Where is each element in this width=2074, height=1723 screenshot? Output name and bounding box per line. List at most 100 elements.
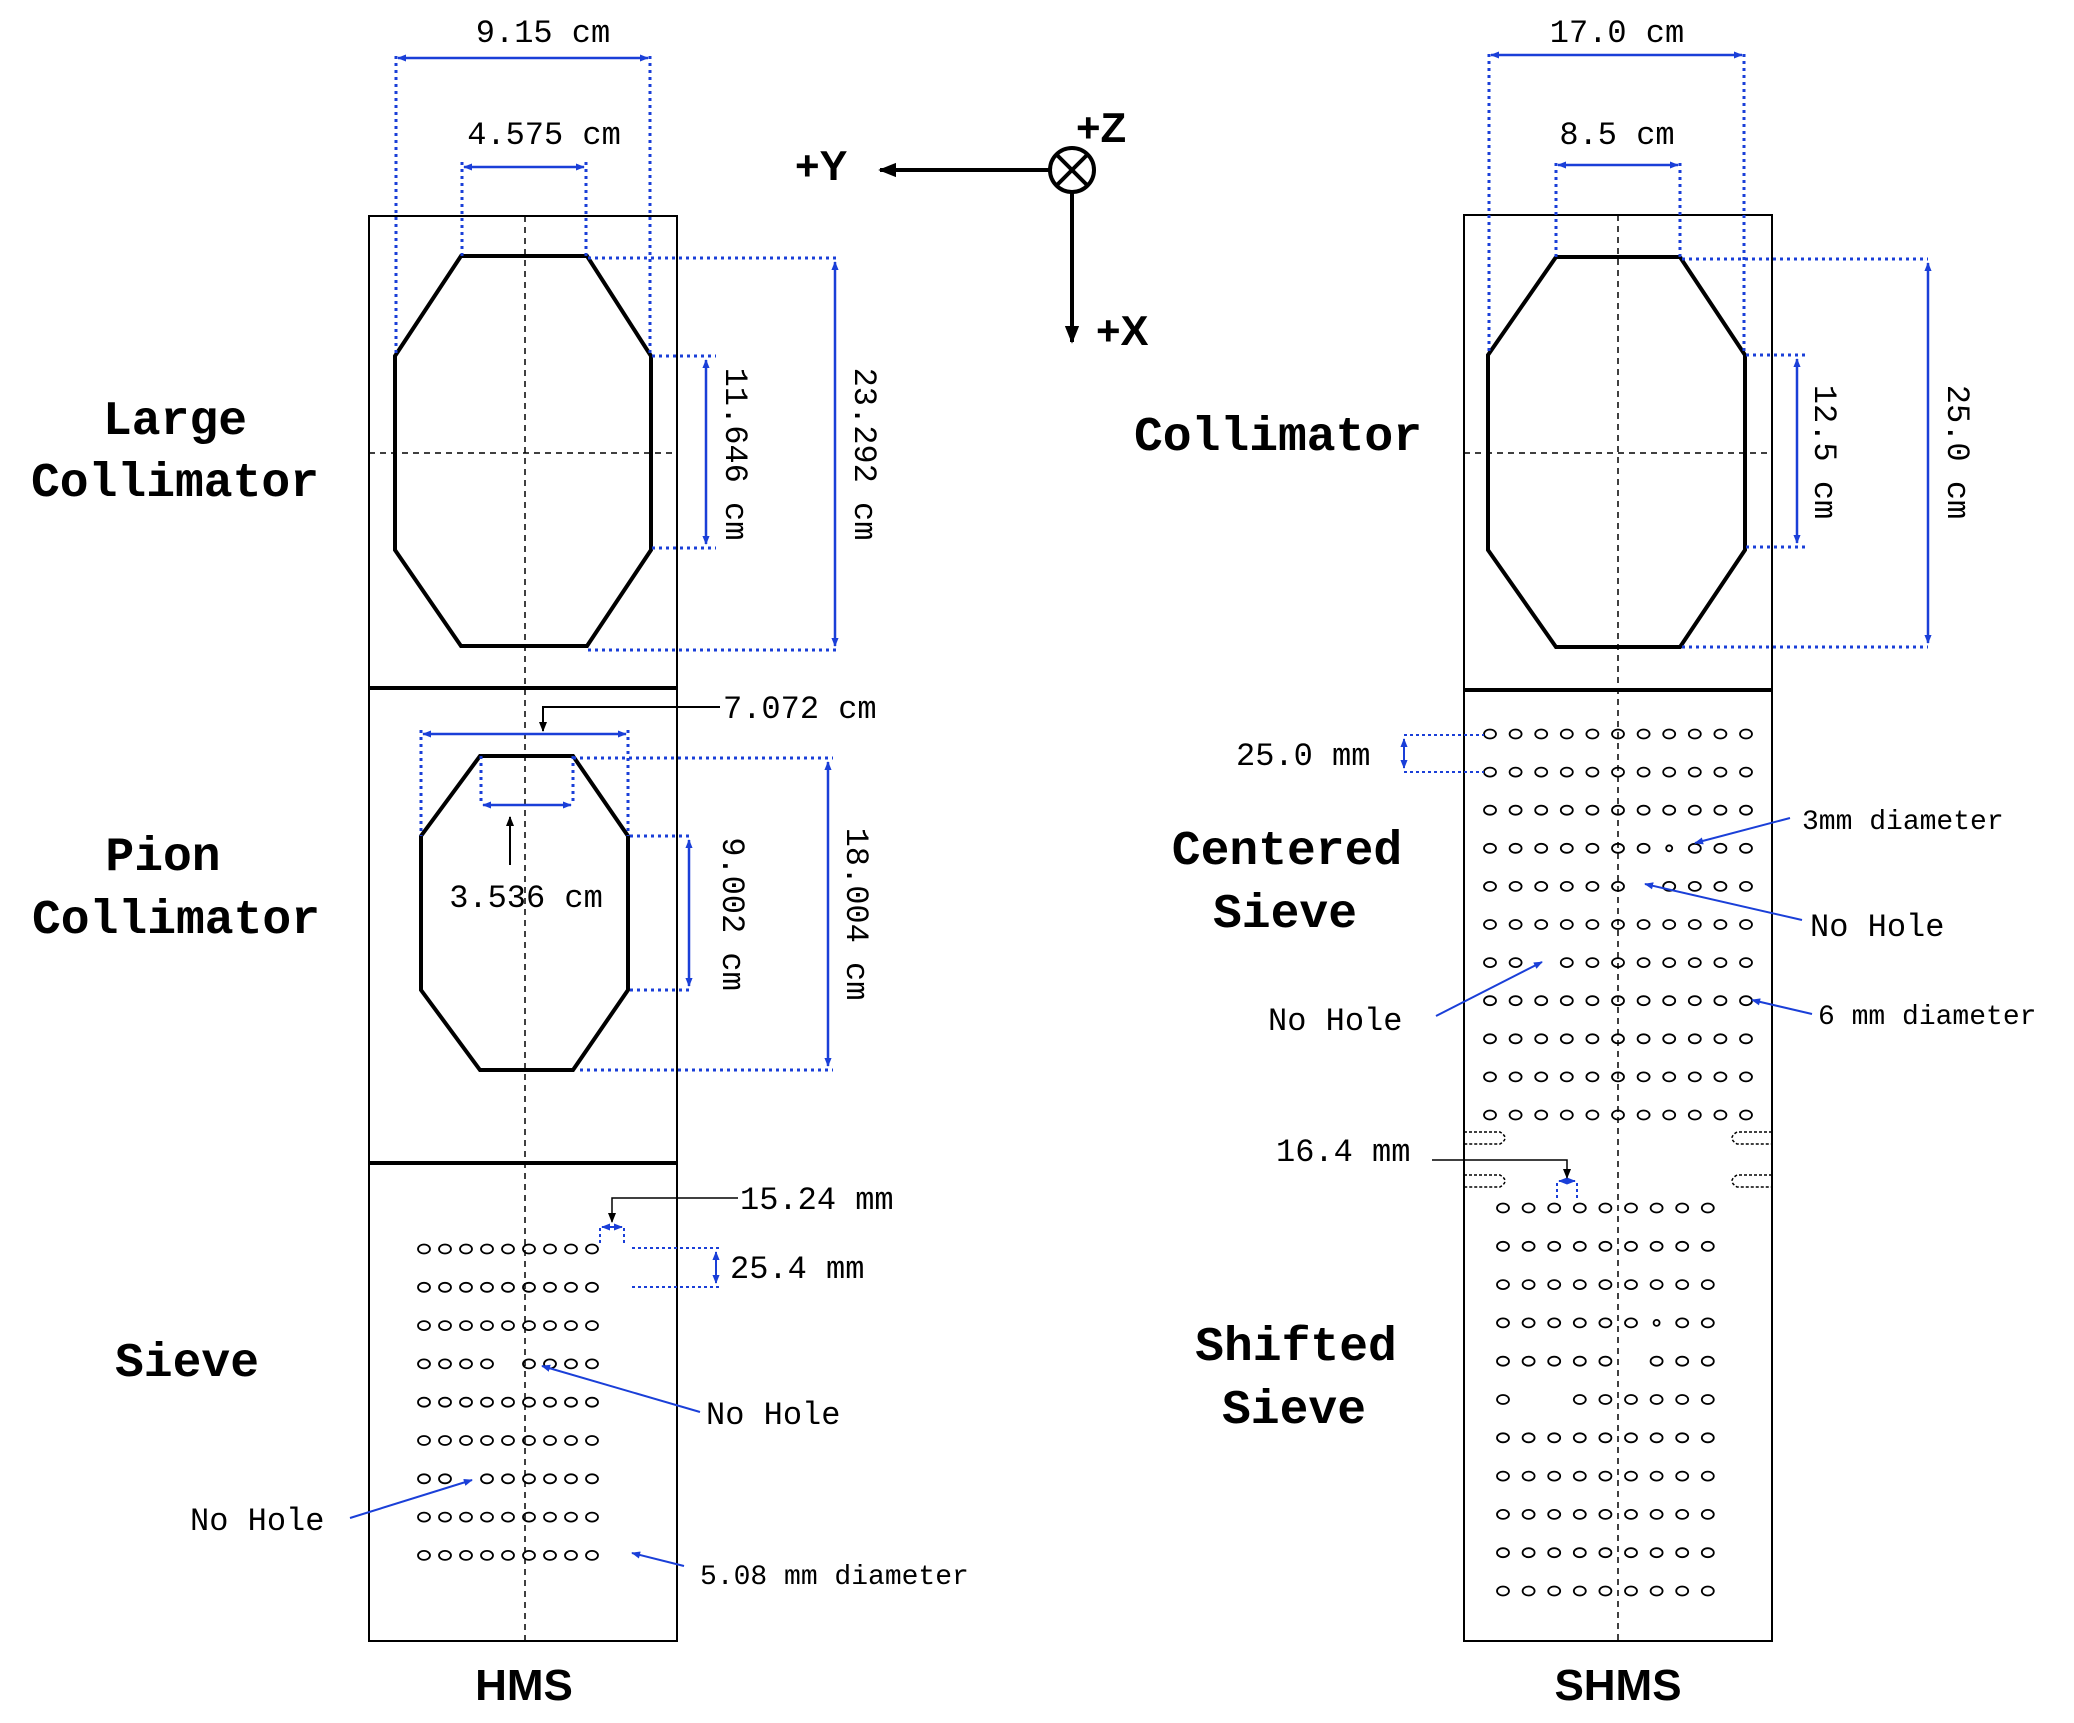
shms-dim-side: 12.5 cm [1805,385,1842,519]
hms-dim-pion-top: 3.536 cm [449,880,603,917]
sieve-hole [585,1473,599,1485]
sieve-hole [1547,1470,1562,1482]
sieve-hole [1496,1317,1510,1329]
hms-pion-collimator-label-line2: Collimator [32,894,320,948]
sieve-hole [1534,1071,1549,1083]
sieve-hole [1547,1547,1562,1559]
sieve-hole [1636,919,1651,930]
sieve-hole [522,1396,536,1408]
sieve-hole [543,1511,557,1523]
sieve-hole [1521,1470,1536,1482]
sieve-hole [1713,1071,1728,1083]
shms-dim-width: 17.0 cm [1550,15,1684,52]
sieve-hole [1598,1432,1613,1444]
sieve-hole [1559,804,1574,816]
sieve-hole [1496,1202,1510,1214]
sieve-hole [1624,1240,1638,1252]
sieve-hole [1572,1432,1587,1444]
sieve-hole [1559,995,1574,1007]
sieve-hole [1496,1509,1510,1520]
sieve-hole [1739,1033,1753,1045]
sieve-hole [1508,957,1523,968]
hms-dim-large-side: 11.646 cm [716,368,753,541]
sieve-hole [1534,804,1549,816]
shms-collimator-shape [1486,255,1747,649]
sieve-hole [1662,728,1677,740]
sieve-hole [1547,1509,1562,1520]
sieve-hole [1636,1071,1651,1083]
sieve-hole [1700,1585,1715,1597]
sieve-hole [1636,957,1651,968]
sieve-hole [1739,728,1753,740]
sieve-hole [1700,1470,1715,1482]
sieve-hole [1598,1279,1613,1290]
sieve-hole [585,1435,599,1446]
sieve-hole [438,1396,452,1408]
small-sieve-hole [1665,844,1674,853]
sieve-hole [1649,1509,1664,1520]
sieve-hole [1559,766,1574,778]
sieve-hole [1508,995,1523,1007]
sieve-hole [564,1243,578,1255]
sieve-hole [1534,728,1549,740]
sieve-hole [1649,1279,1664,1290]
sieve-hole [1521,1355,1536,1367]
sieve-hole [564,1281,578,1293]
sieve-hole [1624,1317,1638,1329]
shms-sieve-holes [1483,728,1753,1597]
sieve-hole [1611,957,1625,968]
sieve-hole [543,1243,557,1255]
sieve-hole [522,1358,536,1370]
sieve-hole [417,1435,431,1446]
sieve-hole [1483,804,1497,816]
sieve-hole [1675,1202,1690,1214]
sieve-hole [1700,1240,1715,1252]
sieve-hole [1585,919,1600,930]
sieve-hole [1483,919,1497,930]
hms-name: HMS [475,1661,573,1710]
shms-row-spacing: 25.0 mm [1236,738,1370,775]
sieve-hole [1572,1470,1587,1482]
hms-pion-collimator-label-line1: Pion [105,831,220,885]
sieve-hole [459,1320,473,1331]
sieve-hole [1534,881,1549,892]
sieve-hole [1611,1033,1625,1045]
sieve-hole [1649,1240,1664,1252]
z-axis-label: +Z [1076,104,1126,151]
sieve-hole [585,1396,599,1408]
sieve-hole [1572,1509,1587,1520]
sieve-hole [1675,1317,1690,1329]
hms-panel [349,54,839,1642]
hms-large-collimator-shape [393,254,653,648]
sieve-hole [1496,1585,1510,1597]
sieve-hole [1534,995,1549,1007]
sieve-hole [1713,804,1728,816]
sieve-hole [1585,728,1600,740]
sieve-hole [1585,1033,1600,1045]
sieve-hole [1508,766,1523,778]
sieve-hole [522,1243,536,1255]
sieve-hole [1585,804,1600,816]
sieve-hole [1559,1033,1574,1045]
sieve-hole [1662,881,1677,892]
sieve-hole [438,1473,452,1485]
shms-dim-top: 8.5 cm [1559,117,1674,154]
hms-dim-pion-side: 9.002 cm [713,837,750,991]
sieve-hole [1636,1109,1651,1121]
sieve-hole [522,1320,536,1331]
sieve-hole [564,1511,578,1523]
sieve-hole [1598,1317,1613,1329]
shms-centered-sieve-label-line2: Sieve [1213,888,1357,942]
sieve-hole [564,1358,578,1370]
sieve-hole [1739,766,1753,778]
sieve-hole [480,1320,494,1331]
sieve-hole [1559,881,1574,892]
sieve-hole [1636,728,1651,740]
sieve-hole [1713,919,1728,930]
sieve-hole [1700,1202,1715,1214]
sieve-hole [459,1511,473,1523]
sieve-hole [1662,1109,1677,1121]
sieve-hole [1662,995,1677,1007]
